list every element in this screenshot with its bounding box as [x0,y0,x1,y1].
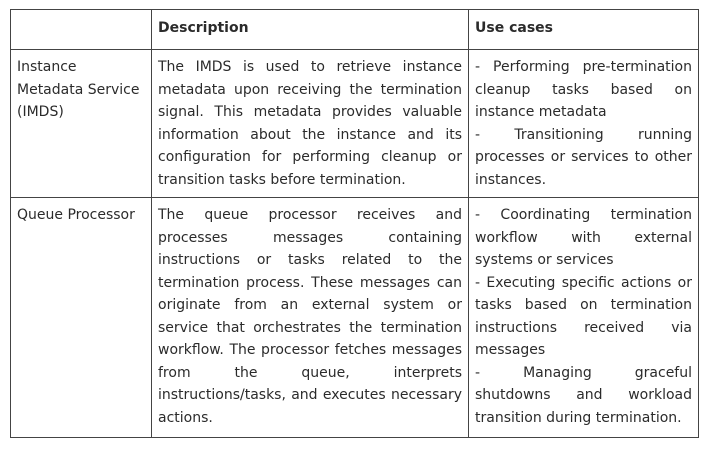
row-use-cases-cell: - Coordinating termination workflow with… [468,197,699,438]
row-name-cell: Instance Metadata Service (IMDS) [10,49,152,198]
use-case-item: - Performing pre-termination cleanup tas… [475,59,692,120]
use-case-item: - Executing specific actions or tasks ba… [475,274,692,359]
table-row: Queue Processor The queue processor rece… [10,197,699,438]
header-use-cases: Use cases [468,9,699,50]
row-description-cell: The IMDS is used to retrieve instance me… [151,49,469,198]
table-header-row: Description Use cases [10,9,699,50]
row-use-cases-cell: - Performing pre-termination cleanup tas… [468,49,699,198]
use-case-item: - Managing graceful shutdowns and worklo… [475,364,692,426]
table-row: Instance Metadata Service (IMDS) The IMD… [10,49,699,198]
use-case-item: - Transitioning running processes or ser… [475,126,692,188]
services-table: Description Use cases Instance Metadata … [10,9,699,438]
header-description: Description [151,9,469,50]
row-description-cell: The queue processor receives and process… [151,197,469,438]
use-case-item: - Coordinating termination workflow with… [475,207,692,268]
header-empty [10,9,152,50]
row-name-cell: Queue Processor [10,197,152,438]
